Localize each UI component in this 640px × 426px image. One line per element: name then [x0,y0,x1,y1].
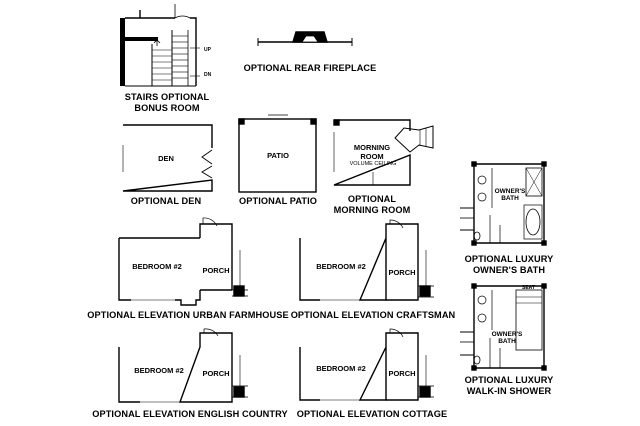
walk-in-shower-caption-line-2: WALK-IN SHOWER [466,386,552,396]
walk-in-shower-drawing [460,283,547,371]
stairs-caption: STAIRS OPTIONAL BONUS ROOM [110,92,224,114]
fireplace-caption: OPTIONAL REAR FIREPLACE [243,63,377,73]
owners-bath-caption-line-2: OWNER'S BATH [472,265,546,275]
walk-in-shower-caption: OPTIONAL LUXURY WALK-IN SHOWER [452,375,566,397]
den-caption: OPTIONAL DEN [130,196,202,206]
elevation-english-country-drawing [118,328,248,403]
owners-bath-room-label: OWNER'S BATH [490,188,530,202]
elevation-urban-farmhouse-drawing [118,217,248,306]
craftsman-caption: OPTIONAL ELEVATION CRAFTSMAN [290,310,456,320]
owners-bath-drawing [460,161,547,246]
seat-label: SEAT [522,285,535,291]
owners-bath-room-label-line-1: OWNER'S [494,188,526,195]
elevation-cottage-drawing [299,328,434,401]
patio-caption: OPTIONAL PATIO [239,196,317,206]
fireplace-drawing [257,31,353,46]
den-room-label: DEN [158,154,174,163]
owners-bath-caption-line-1: OPTIONAL LUXURY [464,254,554,264]
owners-bath-caption: OPTIONAL LUXURY OWNER'S BATH [452,254,566,276]
english-country-caption: OPTIONAL ELEVATION ENGLISH COUNTRY [92,409,288,419]
walk-in-shower-room-label: OWNER'S BATH [487,331,527,345]
urban-farmhouse-bedroom-label: BEDROOM #2 [132,262,182,271]
morning-room-label-line-1: MORNING [353,143,391,152]
owners-bath-room-label-line-2: BATH [501,195,519,202]
craftsman-porch-label: PORCH [388,268,416,277]
morning-room-caption-line-2: MORNING ROOM [333,205,411,215]
cottage-porch-label: PORCH [388,369,416,378]
walk-in-shower-room-label-line-1: OWNER'S [491,331,523,338]
walk-in-shower-room-label-line-2: BATH [498,338,516,345]
morning-room-label-line-2: ROOM [360,152,384,161]
english-country-porch-label: PORCH [202,369,230,378]
elevation-craftsman-drawing [299,219,434,301]
stairs-drawing [120,4,200,87]
cottage-bedroom-label: BEDROOM #2 [316,364,366,373]
cottage-caption: OPTIONAL ELEVATION COTTAGE [296,409,448,419]
stairs-caption-line-2: BONUS ROOM [134,103,200,113]
craftsman-bedroom-label: BEDROOM #2 [316,262,366,271]
walk-in-shower-caption-line-1: OPTIONAL LUXURY [464,375,554,385]
stairs-caption-line-1: STAIRS OPTIONAL [124,92,210,102]
stairs-up-label: UP [204,47,211,53]
den-drawing [122,124,213,192]
english-country-bedroom-label: BEDROOM #2 [134,366,184,375]
morning-room-label: MORNING ROOM [342,143,402,161]
stairs-dn-label: DN [204,72,212,78]
morning-room-drawing [333,119,434,186]
urban-farmhouse-caption: OPTIONAL ELEVATION URBAN FARMHOUSE [87,310,289,320]
patio-room-label: PATIO [267,151,289,160]
morning-room-caption-line-1: OPTIONAL [347,194,397,204]
urban-farmhouse-porch-label: PORCH [202,266,230,275]
morning-room-caption: OPTIONAL MORNING ROOM [320,194,424,216]
volume-ceiling-note: VOLUME CEILING [349,161,397,167]
patio-drawing [238,114,317,193]
